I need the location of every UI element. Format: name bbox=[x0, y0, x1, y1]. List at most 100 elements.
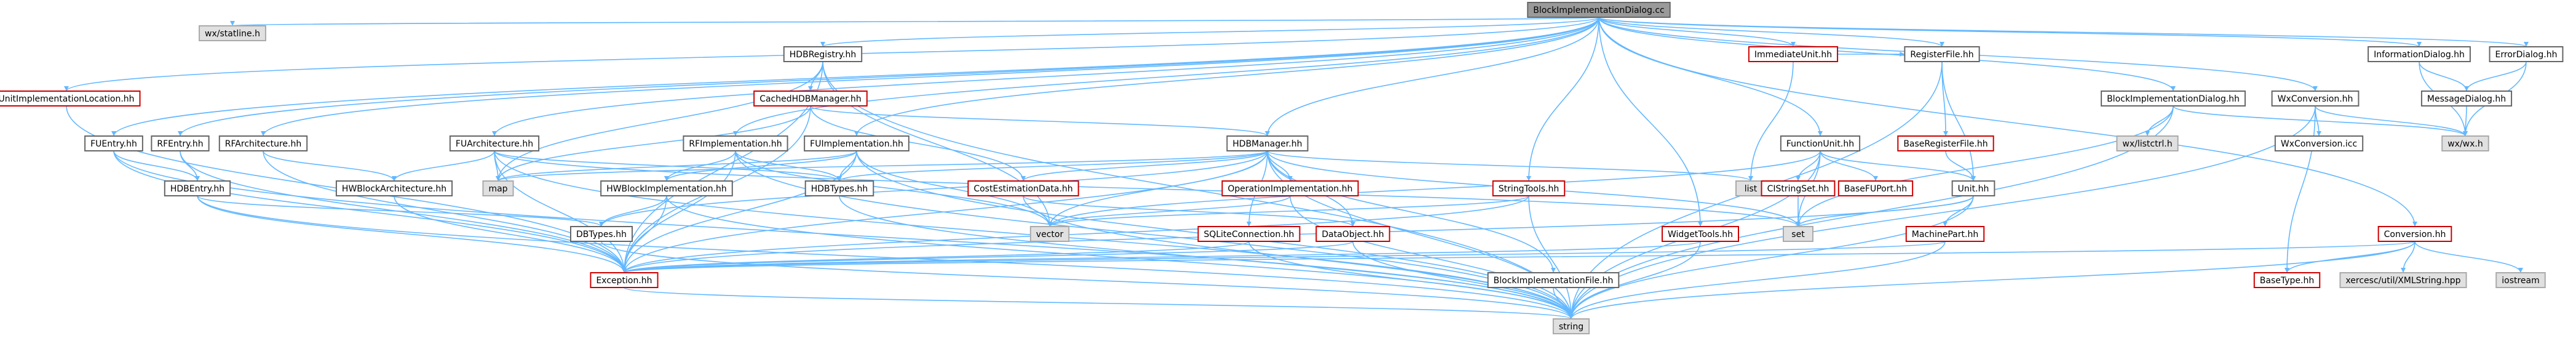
node-label: StringTools.hh bbox=[1499, 184, 1559, 194]
nodes-layer: BlockImplementationDialog.ccwx/statline.… bbox=[0, 2, 2564, 334]
node-label: wx/wx.h bbox=[2447, 139, 2483, 149]
node-box bbox=[2339, 272, 2467, 288]
node-label: RegisterFile.hh bbox=[1910, 50, 1973, 60]
node-box bbox=[2253, 272, 2321, 288]
node-bifile[interactable]: BlockImplementationFile.hh bbox=[1487, 272, 1620, 288]
edge-hwblockimpl-to-dbtypes bbox=[601, 195, 667, 227]
node-cistringset[interactable]: CIStringSet.hh bbox=[1761, 180, 1836, 196]
edge-machinepart-to-string bbox=[1571, 241, 1946, 320]
edge-fuimplementation-to-exception bbox=[624, 150, 857, 273]
node-hdbtypes[interactable]: HDBTypes.hh bbox=[804, 180, 874, 196]
edge-hdbentry-to-string bbox=[197, 195, 1572, 320]
node-exception[interactable]: Exception.hh bbox=[590, 272, 659, 288]
node-cachedhdbmanager[interactable]: CachedHDBManager.hh bbox=[753, 91, 868, 107]
node-unitimplloc[interactable]: UnitImplementationLocation.hh bbox=[0, 91, 141, 107]
node-rfentry[interactable]: RFEntry.hh bbox=[151, 135, 210, 151]
node-root[interactable]: BlockImplementationDialog.cc bbox=[1527, 2, 1671, 18]
node-box bbox=[1783, 226, 1813, 242]
node-widgettools[interactable]: WidgetTools.hh bbox=[1662, 226, 1739, 242]
node-label: BlockImplementationFile.hh bbox=[1494, 276, 1614, 286]
node-errordialog[interactable]: ErrorDialog.hh bbox=[2489, 46, 2564, 62]
node-box bbox=[1761, 180, 1836, 196]
node-hwblockimpl[interactable]: HWBlockImplementation.hh bbox=[600, 180, 733, 196]
edge-root-to-conversion bbox=[1598, 17, 2415, 227]
node-immediateunit[interactable]: ImmediateUnit.hh bbox=[1748, 46, 1839, 62]
node-box bbox=[753, 91, 868, 107]
node-dataobject[interactable]: DataObject.hh bbox=[1315, 226, 1390, 242]
node-basefuport[interactable]: BaseFUPort.hh bbox=[1837, 180, 1914, 196]
node-sqliteconnection[interactable]: SQLiteConnection.hh bbox=[1197, 226, 1301, 242]
edge-arrowhead bbox=[664, 176, 669, 181]
node-box bbox=[1552, 318, 1590, 334]
node-label: Unit.hh bbox=[1958, 184, 1989, 194]
edge-errordialog-to-messagedialog bbox=[2466, 61, 2527, 92]
node-label: ErrorDialog.hh bbox=[2495, 50, 2558, 60]
edge-arrowhead bbox=[1569, 314, 1574, 319]
node-box bbox=[2489, 46, 2564, 62]
edge-arrowhead bbox=[622, 268, 627, 273]
edge-immediateunit-to-list bbox=[1750, 61, 1794, 182]
node-registerfile[interactable]: RegisterFile.hh bbox=[1904, 46, 1980, 62]
node-basetype[interactable]: BaseType.hh bbox=[2253, 272, 2321, 288]
edge-conversion-to-iostream bbox=[2414, 241, 2521, 273]
node-box bbox=[1748, 46, 1839, 62]
edge-arrowhead bbox=[1526, 176, 1531, 181]
edge-arrowhead bbox=[496, 176, 501, 181]
edge-root-to-stringtools bbox=[1528, 17, 1599, 182]
node-unit[interactable]: Unit.hh bbox=[1951, 180, 1995, 196]
edge-arrowhead bbox=[854, 131, 859, 136]
edge-arrowhead bbox=[492, 131, 497, 136]
node-hdbentry[interactable]: HDBEntry.hh bbox=[164, 180, 231, 196]
node-wxconversion_icc[interactable]: WxConversion.icc bbox=[2274, 135, 2364, 151]
node-costestimationdata[interactable]: CostEstimationData.hh bbox=[967, 180, 1079, 196]
node-conversion[interactable]: Conversion.hh bbox=[2377, 226, 2452, 242]
node-label: RFEntry.hh bbox=[157, 139, 203, 149]
node-wxlistctrl: wx/listctrl.h bbox=[2116, 135, 2179, 151]
node-box bbox=[1662, 226, 1739, 242]
node-box bbox=[804, 135, 910, 151]
node-fuentry[interactable]: FUEntry.hh bbox=[84, 135, 143, 151]
node-label: HWBlockImplementation.hh bbox=[606, 184, 727, 194]
node-hdbregistry[interactable]: HDBRegistry.hh bbox=[783, 46, 863, 62]
edge-hdbmanager-to-exception bbox=[624, 150, 1268, 273]
node-messagedialog[interactable]: MessageDialog.hh bbox=[2420, 91, 2513, 107]
edge-arrowhead bbox=[230, 21, 235, 26]
edge-bidialog_hh-to-wxwx bbox=[2173, 105, 2466, 137]
edge-arrowhead bbox=[2518, 268, 2523, 273]
edge-arrowhead bbox=[599, 222, 604, 227]
node-rfimplementation[interactable]: RFImplementation.hh bbox=[683, 135, 788, 151]
node-dbtypes[interactable]: DBTypes.hh bbox=[569, 226, 633, 242]
edge-arrowhead bbox=[1971, 176, 1976, 181]
node-box bbox=[2116, 135, 2179, 151]
node-hdbmanager[interactable]: HDBManager.hh bbox=[1226, 135, 1309, 151]
node-label: MachinePart.hh bbox=[1912, 230, 1978, 239]
edge-widgettools-to-string bbox=[1571, 241, 1701, 320]
node-box bbox=[1315, 226, 1390, 242]
node-functionunit[interactable]: FunctionUnit.hh bbox=[1780, 135, 1861, 151]
node-machinepart[interactable]: MachinePart.hh bbox=[1905, 226, 1985, 242]
node-hwblockarch[interactable]: HWBlockArchitecture.hh bbox=[335, 180, 453, 196]
edge-arrowhead bbox=[1047, 222, 1052, 227]
node-rfarchitecture[interactable]: RFArchitecture.hh bbox=[218, 135, 308, 151]
node-vector: vector bbox=[1029, 226, 1070, 242]
node-box bbox=[449, 135, 540, 151]
edge-root-to-rfimplementation bbox=[735, 17, 1599, 137]
edge-hdbmanager-to-string bbox=[1267, 150, 1572, 320]
node-stringtools[interactable]: StringTools.hh bbox=[1492, 180, 1566, 196]
node-informationdialog[interactable]: InformationDialog.hh bbox=[2368, 46, 2471, 62]
node-operationimpl[interactable]: OperationImplementation.hh bbox=[1221, 180, 1359, 196]
edge-arrowhead bbox=[2316, 131, 2321, 136]
edge-cachedhdbmanager-to-map bbox=[497, 105, 811, 182]
node-baseregisterfile[interactable]: BaseRegisterFile.hh bbox=[1897, 135, 1994, 151]
node-box bbox=[1527, 2, 1671, 18]
node-box bbox=[2420, 91, 2513, 107]
node-fuarchitecture[interactable]: FUArchitecture.hh bbox=[449, 135, 540, 151]
node-bidialog_hh[interactable]: BlockImplementationDialog.hh bbox=[2101, 91, 2246, 107]
node-wxconversion[interactable]: WxConversion.hh bbox=[2271, 91, 2360, 107]
node-fuimplementation[interactable]: FUImplementation.hh bbox=[804, 135, 910, 151]
node-label: InformationDialog.hh bbox=[2374, 50, 2465, 60]
edge-arrowhead bbox=[2401, 268, 2406, 273]
node-box bbox=[2101, 91, 2246, 107]
node-box bbox=[2271, 91, 2360, 107]
node-label: RFImplementation.hh bbox=[689, 139, 782, 149]
